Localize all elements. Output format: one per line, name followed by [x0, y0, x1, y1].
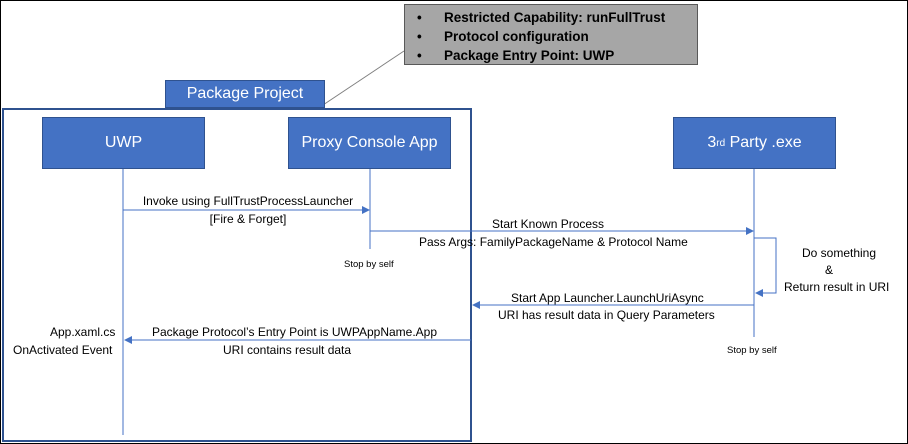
uwp-box: UWP — [42, 117, 205, 169]
invoke-label-1: Invoke using FullTrustProcessLauncher — [142, 194, 354, 208]
proxy-stop-label: Stop by self — [344, 259, 394, 270]
uwp-handler-label-1: App.xaml.cs — [50, 325, 116, 339]
entry-point-label-1: Package Protocol’s Entry Point is UWPApp… — [152, 325, 438, 339]
uwp-handler-label-2: OnActivated Event — [13, 343, 113, 357]
note-item: Package Entry Point: UWP — [417, 46, 697, 65]
launch-uri-label-2: URI has result data in Query Parameters — [498, 308, 715, 322]
capabilities-note: Restricted Capability: runFullTrust Prot… — [404, 4, 698, 65]
note-item: Protocol configuration — [417, 27, 697, 46]
start-process-label-1: Start Known Process — [492, 217, 605, 231]
third-party-suffix: Party .exe — [725, 134, 802, 151]
self-call-label-2: & — [824, 263, 833, 277]
note-item: Restricted Capability: runFullTrust — [417, 8, 697, 27]
self-call-label-1: Do something — [801, 246, 877, 260]
self-call-label-3: Return result in URI — [784, 280, 890, 294]
third-party-sup: rd — [716, 137, 726, 149]
third-party-prefix: 3 — [707, 134, 717, 151]
proxy-console-box: Proxy Console App — [288, 117, 451, 169]
launch-uri-label-1: Start App Launcher.LaunchUriAsync — [511, 291, 704, 305]
entry-point-label-2: URI contains result data — [223, 343, 352, 357]
package-project-label: Package Project — [165, 80, 325, 108]
start-process-label-2: Pass Args: FamilyPackageName & Protocol … — [419, 235, 688, 249]
callout-connector — [322, 50, 405, 106]
package-frame — [2, 108, 472, 442]
invoke-label-2: [Fire & Forget] — [209, 212, 287, 226]
third-party-stop-label: Stop by self — [727, 345, 777, 356]
self-call-arrow — [754, 237, 777, 297]
